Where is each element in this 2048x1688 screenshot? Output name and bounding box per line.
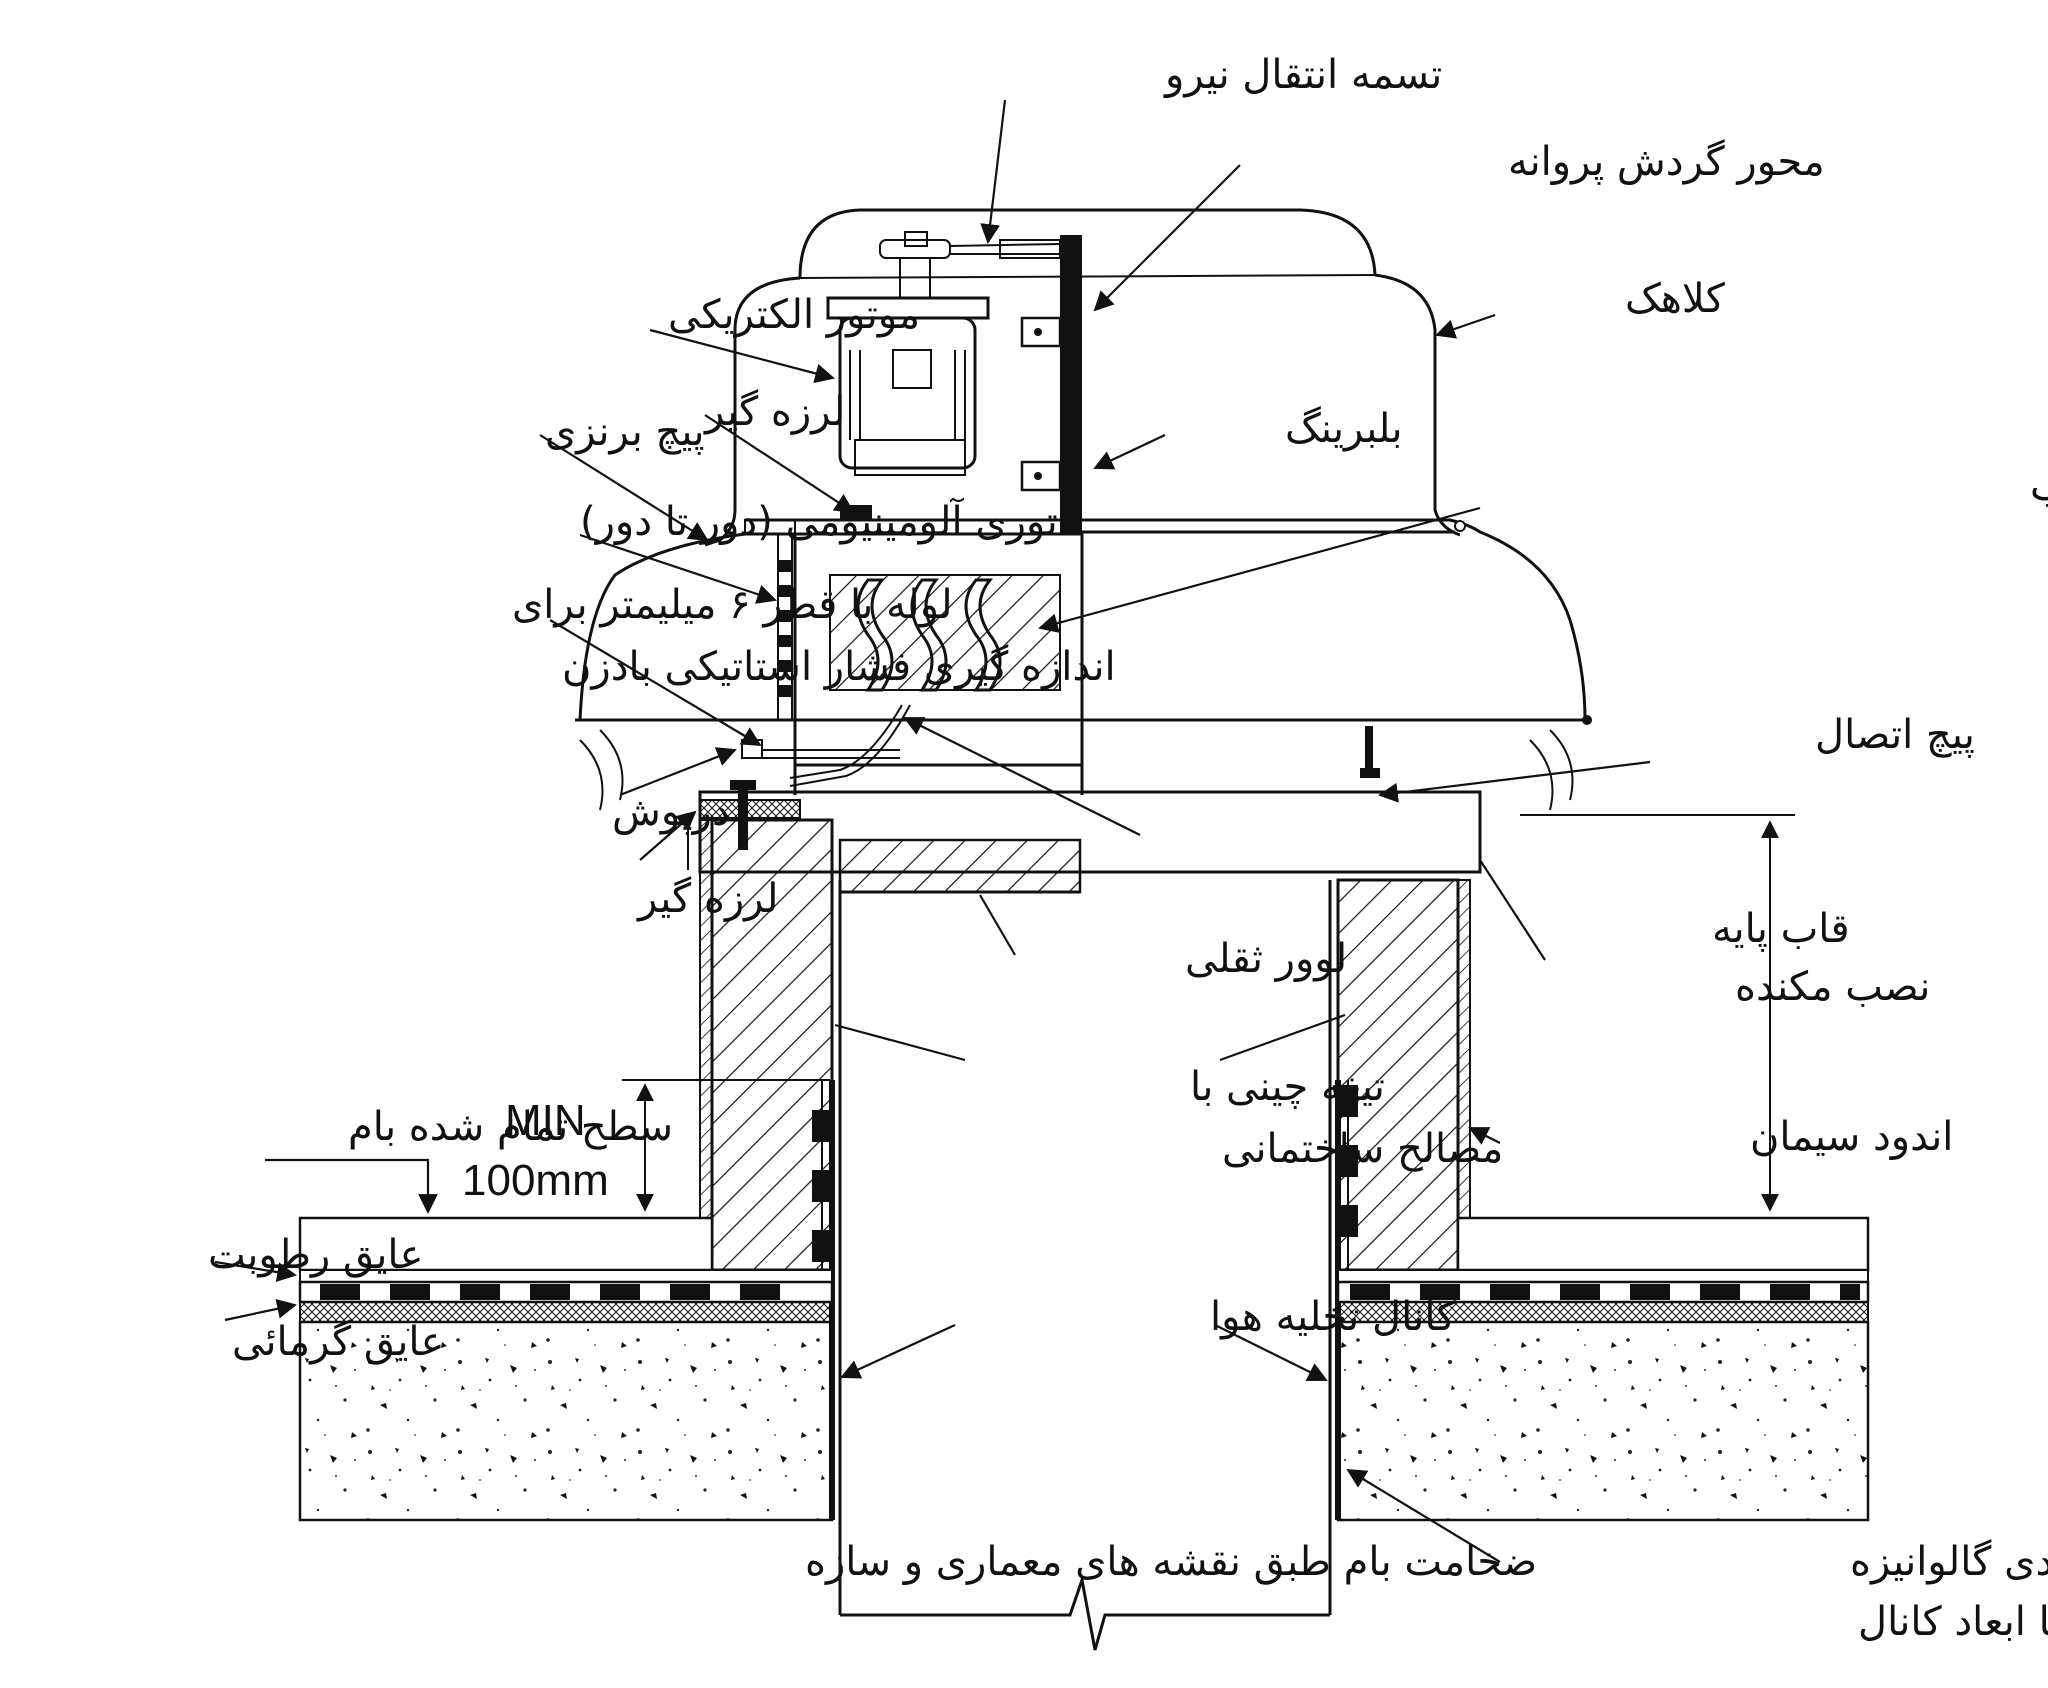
- label-louver: لوور ثقلی: [1185, 936, 1347, 982]
- label-impeller: پروانه با پره های خمیده به عقب: [2030, 464, 2048, 510]
- impeller-blades: [829, 574, 1061, 692]
- hood-cap: [704, 208, 1461, 547]
- label-shaft: محور گردش پروانه: [1508, 139, 1825, 185]
- label-lid: درپوش: [612, 789, 730, 835]
- connection-screw: [1360, 726, 1380, 778]
- label-bearing: بلبرینگ: [1285, 406, 1403, 452]
- roof-slab-right: [1336, 1216, 1870, 1522]
- label-plaster: اندود سیمان: [1750, 1114, 1953, 1160]
- leader-lines: [214, 99, 1651, 1563]
- label-damper-top: لرزه گیر: [703, 389, 845, 435]
- masonry-wall-left: [699, 818, 834, 1272]
- label-sleeve-1: غلاف فولادی گالوانیزه: [1850, 1539, 2048, 1585]
- pressure-tube: [741, 704, 911, 787]
- label-moisture: عایق رطوبت: [208, 1232, 424, 1278]
- label-damper-bottom: لرزه گیر: [636, 876, 778, 922]
- label-base-frame-2: نصب مکنده: [1735, 964, 1930, 1010]
- galvanized-sleeve: [812, 1080, 1358, 1270]
- label-wall-1: تیغه چینی با: [1190, 1064, 1385, 1110]
- roof-slab-left: [298, 1216, 834, 1522]
- label-channel: کانال تخلیه هوا: [1210, 1294, 1457, 1340]
- label-min-1: MIN: [505, 1096, 586, 1145]
- fan-housing: [793, 532, 1084, 795]
- impeller-shaft: [1060, 235, 1082, 535]
- label-bronze-screw: پیچ برنزی: [545, 409, 704, 455]
- label-tube-2: اندازه گیری فشار استاتیکی بادزن: [562, 644, 1116, 690]
- label-hood: کلاهک: [1625, 276, 1726, 322]
- label-roof-thickness: ضخامت بام طبق نقشه های معماری و سازه: [805, 1539, 1537, 1585]
- electric-motor: [826, 296, 990, 519]
- frame-dimension: [1520, 814, 1795, 1212]
- label-connect-screw: پیچ اتصال: [1815, 712, 1975, 758]
- belt-pulley: [879, 231, 1061, 299]
- gravity-louver: [838, 838, 1082, 894]
- label-roof-surface: سطح تمام شده بام: [348, 1104, 673, 1150]
- aluminium-screen: [777, 534, 793, 720]
- label-thermal: عایق گرمائی: [232, 1319, 444, 1365]
- label-wall-2: مصالح ساختمانی: [1222, 1126, 1503, 1172]
- label-min-2: 100mm: [462, 1156, 609, 1205]
- channel-break: [840, 1574, 1330, 1651]
- min-dimension: [622, 1079, 830, 1219]
- label-motor: موتور الکتریکی: [668, 292, 920, 338]
- label-screen: توری آلومینیومی (دور تا دور): [580, 497, 1058, 545]
- label-sleeve-2: متناسب با ابعاد کانال: [1858, 1599, 2048, 1645]
- label-tube-1: لوله با قطر ۶ میلیمتر برای: [512, 582, 953, 628]
- label-belt: تسمه انتقال نیرو: [1163, 52, 1442, 98]
- label-base-frame-1: قاب پایه: [1712, 906, 1850, 952]
- labels: تسمه انتقال نیرو محور گردش پروانه کلاهک …: [208, 52, 2048, 1645]
